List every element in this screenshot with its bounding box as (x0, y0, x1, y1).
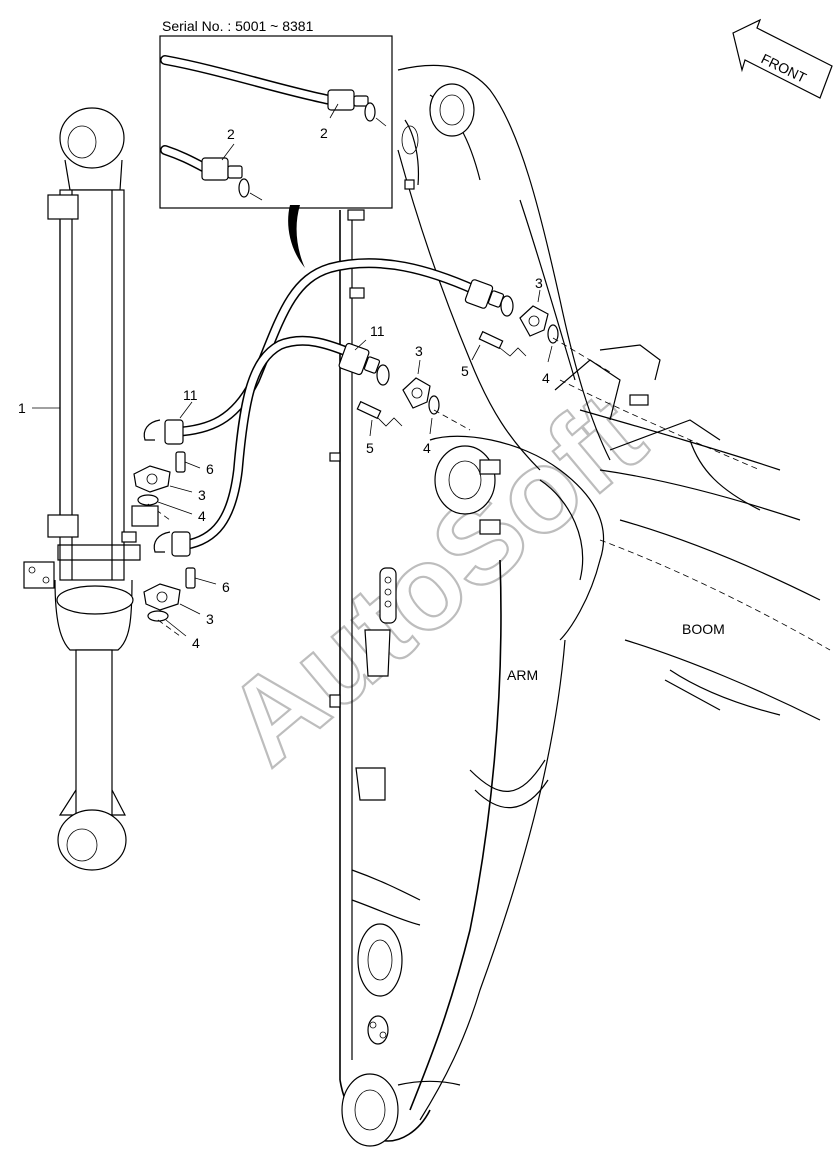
hose-assembly: 11 11 (143, 258, 514, 557)
watermark-text: AutoSoft (202, 369, 668, 790)
callout-11-top: 11 (370, 323, 385, 339)
callout-11-left: 11 (183, 387, 198, 403)
fittings: 3 4 5 3 4 5 6 3 4 (131, 275, 611, 651)
inset-callout-2b: 2 (227, 126, 235, 142)
boom-structure: BOOM (397, 64, 831, 721)
arm-label: ARM (507, 667, 538, 683)
boom-label: BOOM (682, 621, 725, 637)
watermark: AutoSoft (201, 368, 670, 791)
callout-1: 1 (18, 400, 26, 416)
arm-structure: ARM (329, 209, 605, 1147)
callout-3-left-a: 3 (198, 487, 206, 503)
callout-6-a: 6 (206, 461, 214, 477)
callout-4-left-b: 4 (192, 635, 200, 651)
callout-3-mid: 3 (415, 343, 423, 359)
callout-4-mid: 4 (423, 440, 431, 456)
callout-3-top-right: 3 (535, 275, 543, 291)
arm-cylinder: 1 (18, 107, 141, 871)
front-arrow-icon: FRONT (732, 18, 833, 99)
callout-4-top-right: 4 (542, 370, 550, 386)
callout-6-b: 6 (222, 579, 230, 595)
callout-3-left-b: 3 (206, 611, 214, 627)
hose-curve-marker (288, 205, 305, 268)
callout-5-right: 5 (461, 363, 469, 379)
callout-4-left-a: 4 (198, 508, 206, 524)
callout-5-mid: 5 (366, 440, 374, 456)
inset-serial-label: Serial No. : 5001 ~ 8381 (162, 18, 314, 34)
inset-callout-2a: 2 (320, 125, 328, 141)
inset-panel: Serial No. : 5001 ~ 8381 2 2 (159, 18, 393, 209)
